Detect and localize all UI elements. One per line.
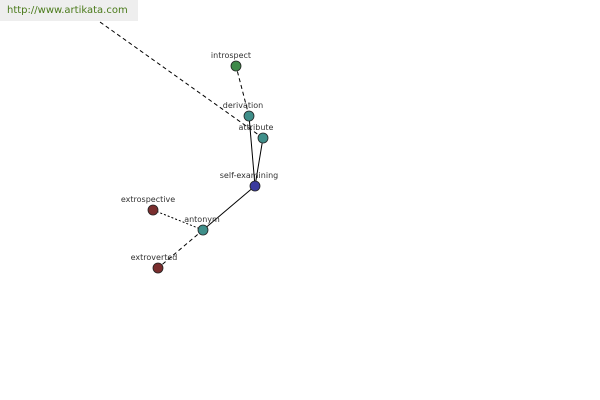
node-introspect[interactable]: introspect — [211, 51, 251, 72]
edge-self-examining-derivation — [248, 115, 256, 187]
node-derivation[interactable]: derivation — [223, 101, 263, 122]
url-banner: http://www.artikata.com — [0, 0, 138, 21]
node-attribute[interactable]: attribute — [239, 123, 274, 144]
node-label-extrospective: extrospective — [121, 195, 175, 204]
edge-attribute-offpage — [99, 21, 264, 139]
node-circle-introspect[interactable] — [230, 60, 242, 72]
node-extroverted[interactable]: extroverted — [131, 253, 178, 274]
site-url-link[interactable]: http://www.artikata.com — [7, 5, 128, 16]
edge-self-examining-attribute — [254, 137, 264, 187]
node-circle-extrospective[interactable] — [147, 204, 159, 216]
node-label-derivation: derivation — [223, 101, 263, 110]
node-self-examining[interactable]: self-examining — [220, 171, 278, 192]
edge-derivation-introspect — [235, 65, 250, 117]
node-circle-extroverted[interactable] — [152, 262, 164, 274]
edge-antonym-extroverted — [157, 229, 204, 269]
node-extrospective[interactable]: extrospective — [121, 195, 175, 216]
edges-layer — [99, 21, 264, 269]
node-label-self-examining: self-examining — [220, 171, 278, 180]
node-antonym[interactable]: antonym — [184, 215, 220, 236]
nodes-layer: self-examining introspect derivation attrib… — [121, 51, 278, 274]
edge-antonym-extrospective — [152, 209, 204, 231]
edge-self-examining-antonym — [202, 185, 256, 231]
node-circle-derivation[interactable] — [243, 110, 255, 122]
node-label-extroverted: extroverted — [131, 253, 178, 262]
node-circle-attribute[interactable] — [257, 132, 269, 144]
node-circle-self-examining[interactable] — [249, 180, 261, 192]
node-circle-antonym[interactable] — [197, 224, 209, 236]
node-label-introspect: introspect — [211, 51, 251, 60]
node-label-attribute: attribute — [239, 123, 274, 132]
node-label-antonym: antonym — [184, 215, 220, 224]
